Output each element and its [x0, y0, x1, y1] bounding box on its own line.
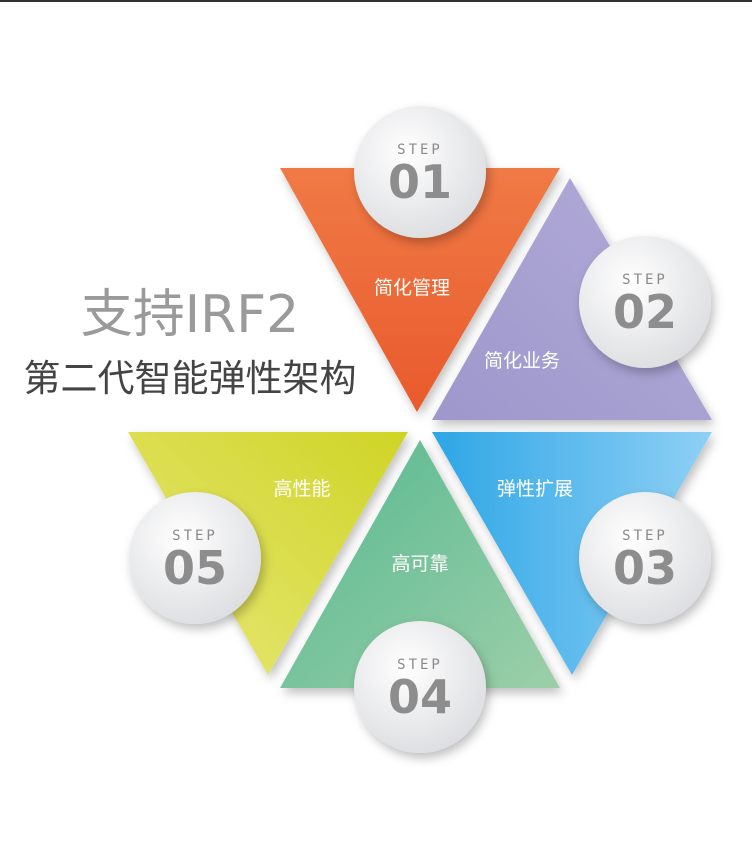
step-prefix: STEP: [172, 528, 218, 544]
step-circle: [129, 492, 261, 624]
step-number: 03: [613, 541, 677, 595]
step-03-label: 弹性扩展: [497, 478, 573, 500]
title-line-2: 第二代智能弹性架构: [23, 357, 357, 400]
step-number: 05: [163, 541, 227, 595]
step-circle: [354, 621, 486, 753]
triangle-step-01: [280, 168, 560, 412]
step-prefix: STEP: [622, 528, 668, 544]
step-number: 04: [388, 670, 452, 724]
step-prefix: STEP: [397, 142, 443, 158]
step-04-label: 高可靠: [391, 553, 448, 575]
step-circle: [579, 492, 711, 624]
title-line-1: 支持IRF2: [80, 285, 300, 345]
triangle-step-04: [280, 440, 560, 688]
step-number: 01: [388, 155, 452, 209]
top-border-line: [0, 0, 752, 2]
step-01-label: 简化管理: [374, 277, 450, 299]
step-prefix: STEP: [622, 272, 668, 288]
step-prefix: STEP: [397, 657, 443, 673]
step-05-label: 高性能: [273, 478, 330, 500]
step-circle: [579, 236, 711, 368]
step-number: 02: [613, 285, 677, 339]
step-02-label: 简化业务: [484, 350, 560, 372]
step-circle: [354, 106, 486, 238]
